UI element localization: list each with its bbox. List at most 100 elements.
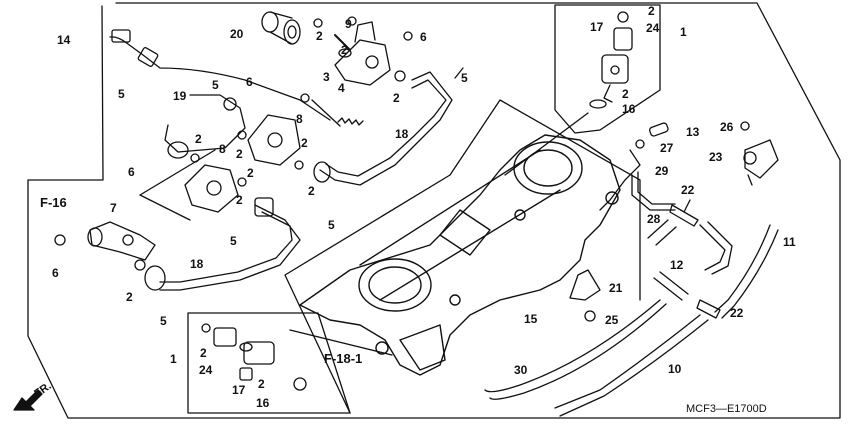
frame-outline (27, 2, 841, 419)
group-line-right (449, 99, 641, 301)
hose-12 (653, 271, 689, 301)
bolt-25 (584, 310, 596, 322)
hose-14 (109, 29, 331, 121)
regulator-9 (334, 21, 391, 86)
callout-2: 2 (200, 346, 207, 360)
callout-22: 22 (730, 306, 744, 320)
t-joint-22 (669, 199, 699, 227)
tube-28 (647, 219, 677, 246)
callout-2: 2 (195, 132, 202, 146)
hose-right-bend (699, 221, 733, 275)
callout-29: 29 (655, 164, 669, 178)
callout-5: 5 (160, 314, 167, 328)
callout-17: 17 (590, 20, 604, 34)
callout-25: 25 (605, 313, 619, 327)
sensor-7 (87, 221, 156, 261)
callout-21: 21 (609, 281, 623, 295)
injector-bottom (201, 323, 307, 391)
callout-2: 2 (316, 29, 323, 43)
callout-2: 2 (258, 377, 265, 391)
callout-7: 7 (110, 201, 117, 215)
callout-5: 5 (212, 78, 219, 92)
callout-15: 15 (524, 312, 538, 326)
reference-f16: F-16 (40, 195, 67, 210)
callout-6: 6 (128, 165, 135, 179)
pipe-19 (164, 94, 246, 159)
callout-18: 18 (395, 127, 409, 141)
callout-2: 2 (308, 184, 315, 198)
diagram-code: MCF3—E1700D (686, 403, 767, 415)
callout-26: 26 (720, 120, 734, 134)
callout-4: 4 (338, 81, 345, 95)
callout-30: 30 (514, 363, 528, 377)
callout-22: 22 (681, 183, 695, 197)
callout-2: 2 (622, 87, 629, 101)
group-line-left (284, 174, 451, 414)
callout-5: 5 (461, 71, 468, 85)
bolt-head (403, 31, 413, 41)
fr-arrow (13, 389, 43, 411)
callout-6: 6 (420, 30, 427, 44)
o-ring (134, 259, 146, 271)
callout-5: 5 (230, 234, 237, 248)
fuel-pipe-18-lower (144, 197, 301, 291)
callout-8: 8 (219, 142, 226, 156)
callout-2: 2 (393, 91, 400, 105)
callout-3: 3 (323, 70, 330, 84)
callout-2: 2 (648, 4, 655, 18)
leader-arrow-8 (139, 149, 216, 196)
callout-6: 6 (246, 75, 253, 89)
leader-arrow-8b (139, 194, 191, 221)
callout-10: 10 (668, 362, 682, 376)
bracket-right (599, 149, 641, 211)
sensor-23 (743, 139, 779, 186)
hose-11 (714, 224, 779, 319)
callout-18: 18 (190, 257, 204, 271)
regulator-8-lower (184, 164, 239, 213)
part-20 (261, 11, 301, 45)
callout-2: 2 (236, 147, 243, 161)
callout-14: 14 (57, 33, 71, 47)
o-ring (237, 177, 247, 187)
o-ring (347, 16, 357, 26)
bolt-5 (454, 67, 464, 79)
screw-6 (54, 234, 66, 246)
callout-2: 2 (247, 166, 254, 180)
t-joint-22-lower (696, 299, 721, 319)
callout-17: 17 (232, 383, 246, 397)
callout-5: 5 (328, 218, 335, 232)
spring-4 (311, 99, 364, 127)
o-ring (394, 70, 406, 82)
fuel-pipe-18-upper (313, 71, 453, 186)
o-ring (237, 130, 247, 140)
callout-28: 28 (647, 212, 661, 226)
callout-13: 13 (686, 125, 700, 139)
hose-10 (554, 314, 709, 417)
hose-30 (484, 299, 667, 400)
callout-1: 1 (170, 352, 177, 366)
leader-top-injector (504, 112, 589, 176)
callout-19: 19 (173, 89, 187, 103)
callout-20: 20 (230, 27, 244, 41)
callout-16: 16 (256, 396, 270, 410)
regulator-8-upper (247, 114, 301, 166)
callout-27: 27 (660, 141, 674, 155)
callout-9: 9 (345, 17, 352, 31)
callout-24: 24 (646, 21, 660, 35)
bracket-21 (569, 269, 601, 301)
injector-box-top (554, 4, 661, 134)
callout-6: 6 (52, 266, 59, 280)
o-ring (313, 18, 323, 28)
callout-2: 2 (236, 193, 243, 207)
part-13 (649, 122, 669, 137)
callout-8: 8 (296, 112, 303, 126)
throttle-body (299, 134, 621, 376)
callout-23: 23 (709, 150, 723, 164)
reference-f18: F-18-1 (324, 351, 363, 366)
callout-12: 12 (670, 258, 684, 272)
o-ring (294, 160, 304, 170)
screw-26 (740, 121, 750, 131)
leader-bottom-injector (289, 329, 393, 356)
